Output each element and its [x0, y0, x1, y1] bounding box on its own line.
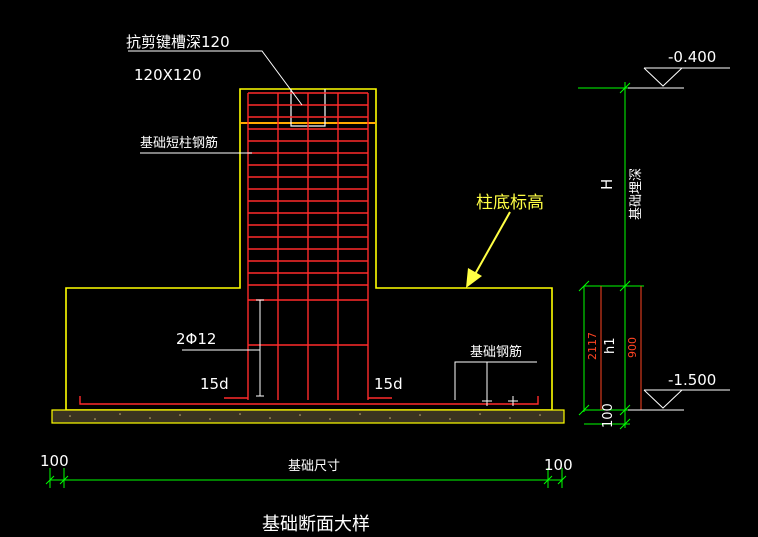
rebar-2phi12-label: 2Φ12 — [176, 330, 216, 348]
dim-right-label: 100 — [544, 456, 573, 474]
dim-100-vertical-label: 100 — [601, 403, 616, 428]
column-base-elevation-label: 柱底标高 — [476, 193, 544, 213]
foundation-size-label: 基础尺寸 — [288, 459, 340, 474]
short-column-rebar-label: 基础短柱钢筋 — [140, 135, 218, 151]
elevation-bottom-label: -1.500 — [668, 371, 716, 389]
dim-H-label: H — [598, 179, 616, 190]
dim-depth-label: 基础埋深 — [629, 168, 644, 220]
bedding-layer — [51, 409, 565, 424]
foundation-bottom-rebar — [79, 396, 539, 405]
leader-lines — [128, 50, 537, 406]
column-rebar-cage — [224, 92, 392, 400]
drawing-title: 基础断面大样 — [262, 514, 370, 535]
right-dimensions — [578, 82, 644, 430]
elevation-symbol-bottom — [628, 389, 730, 411]
dim-2117-label: 2117 — [586, 332, 599, 360]
hook-left-label: 15d — [200, 375, 229, 393]
foundation-rebar-label: 基础钢筋 — [470, 344, 522, 360]
column-base-callout-arrow — [466, 211, 511, 288]
shear-key-label: 抗剪键槽深120 — [126, 33, 230, 51]
right-dimensions-red — [600, 286, 642, 410]
bottom-dimension — [45, 468, 567, 488]
elevation-symbol-top — [628, 67, 730, 89]
dim-h1-label: h1 — [603, 337, 618, 354]
hook-right-label: 15d — [374, 375, 403, 393]
shear-key-size-label: 120X120 — [134, 66, 202, 84]
dim-left-label: 100 — [40, 452, 69, 470]
dim-900-label: 900 — [626, 337, 639, 358]
elevation-top-label: -0.400 — [668, 48, 716, 66]
